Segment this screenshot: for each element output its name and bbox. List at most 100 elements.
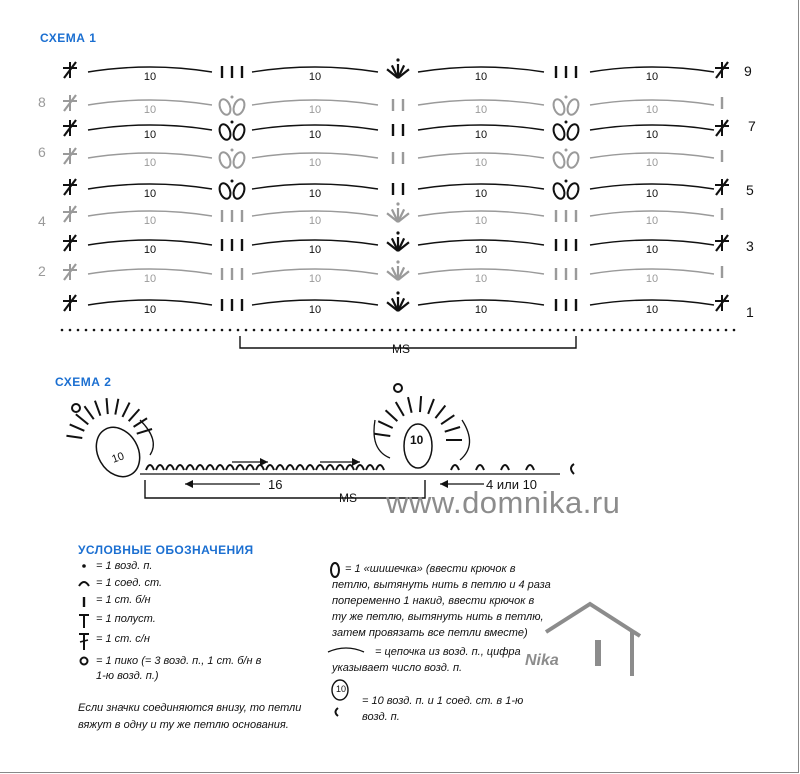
flower-stitch	[121, 402, 131, 418]
legend-double-crochet: = 1 ст. с/н	[96, 633, 150, 645]
chain-loop-10	[95, 426, 141, 478]
foundation-chain-dot	[68, 328, 72, 332]
picot	[393, 383, 403, 393]
chain-count-label: 10	[475, 304, 487, 316]
chain-count-label: 10	[144, 157, 156, 169]
foundation-chain-dot	[420, 328, 424, 332]
chain-arc	[417, 239, 545, 246]
foundation-chain-dot	[636, 328, 640, 332]
foundation-chain-dot	[524, 328, 528, 332]
legend-note-2: вяжут в одну и ту же петлю основания.	[78, 719, 289, 731]
bobble-stitch	[552, 151, 566, 169]
bobble-stitch	[552, 98, 566, 116]
chain-loop	[175, 464, 185, 471]
flower-stitch	[66, 434, 83, 440]
flower-stitch	[105, 398, 109, 415]
foundation-chain-dot	[324, 328, 328, 332]
foundation-chain-dot	[580, 328, 584, 332]
legend-note-1: Если значки соединяются внизу, то петли	[78, 702, 302, 714]
chain-loop	[355, 464, 365, 471]
foundation-chain-dot	[228, 328, 232, 332]
bobble-dot	[230, 148, 234, 152]
flower-stitch	[374, 432, 391, 438]
row-number-2: 2	[38, 263, 46, 279]
chain-arc	[87, 124, 213, 131]
flower-stitch	[444, 426, 461, 433]
chain-arc	[251, 183, 379, 190]
chain-arc	[589, 299, 715, 306]
row-number-5: 5	[746, 182, 754, 198]
shell-stitch-stroke	[397, 68, 410, 79]
foundation-chain-dot	[244, 328, 248, 332]
foundation-chain-dot	[308, 328, 312, 332]
foundation-chain-dot	[508, 328, 512, 332]
foundation-chain-dot	[284, 328, 288, 332]
shell-stitch-stroke	[397, 270, 410, 281]
chain-arc	[417, 183, 545, 190]
row-number-4: 4	[38, 213, 46, 229]
chain-loop	[325, 464, 335, 471]
flower-stitch	[136, 428, 153, 435]
chain-loop	[275, 464, 285, 471]
chain-arc	[87, 268, 213, 275]
foundation-chain-dot	[356, 328, 360, 332]
foundation-chain-dot	[436, 328, 440, 332]
chain-count-label: 10	[646, 273, 658, 285]
legend-picot-2: 1-ю возд. п.)	[96, 670, 159, 682]
chain-arc	[87, 299, 213, 306]
chain-count-label: 10	[475, 129, 487, 141]
foundation-chain-dot	[340, 328, 344, 332]
foundation-chain-dot	[716, 328, 720, 332]
flower-stitch	[394, 401, 405, 417]
flower-stitch	[83, 405, 95, 420]
chain-loop	[305, 464, 315, 471]
scheme2-loop-count: 10	[410, 433, 424, 447]
repeat-bracket	[144, 480, 426, 499]
flower-stitch	[94, 400, 102, 417]
bobble-icon	[330, 562, 340, 578]
bobble-stitch	[218, 151, 232, 169]
arrow-head	[185, 480, 193, 488]
bobble-stitch	[232, 182, 246, 200]
chain-count-label: 10	[309, 215, 321, 227]
chain-loop	[525, 464, 535, 471]
slip-stitch-icon	[78, 581, 90, 587]
legend-loop-2: возд. п.	[362, 711, 400, 723]
foundation-chain-dot	[132, 328, 136, 332]
chain-count-label: 10	[646, 215, 658, 227]
bobble-dot	[230, 179, 234, 183]
chain-loop	[185, 464, 195, 471]
legend-bobble-1: = 1 «шишечка» (ввести крючок в	[345, 563, 516, 575]
arrow-path	[373, 419, 391, 459]
shell-picot-dot	[396, 260, 400, 264]
bobble-stitch	[566, 123, 580, 141]
row-number-3: 3	[746, 238, 754, 254]
arrow-head	[440, 480, 448, 488]
foundation-chain-dot	[660, 328, 664, 332]
chain-count-label: 10	[144, 273, 156, 285]
chain-count-label: 10	[475, 273, 487, 285]
arrow-path	[459, 419, 471, 461]
chain-arc	[87, 152, 213, 159]
chain-count-label: 10	[475, 157, 487, 169]
chain-count-label: 10	[309, 244, 321, 256]
bobble-dot	[564, 120, 568, 124]
chain-count-label: 10	[646, 104, 658, 116]
foundation-chain-dot	[380, 328, 384, 332]
foundation-chain-dot	[476, 328, 480, 332]
flower-stitch	[75, 413, 89, 426]
foundation-chain-dot	[236, 328, 240, 332]
slip-stitch-icon	[334, 707, 339, 717]
foundation-chain-dot	[180, 328, 184, 332]
chain-count-label: 10	[646, 129, 658, 141]
foundation-chain-dot	[724, 328, 728, 332]
chain-arc	[417, 124, 545, 131]
chain-count-label: 10	[144, 104, 156, 116]
repeat-bracket	[239, 336, 577, 349]
chain-count-label: 10	[144, 215, 156, 227]
scheme1-title: СХЕМА 1	[40, 31, 97, 45]
chain-loop	[345, 464, 355, 471]
